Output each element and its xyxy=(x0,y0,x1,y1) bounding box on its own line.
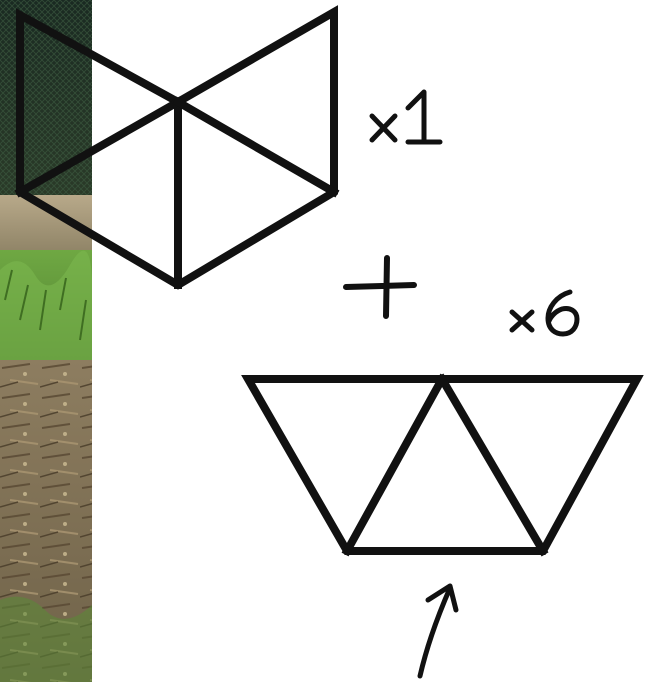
multiplier-top: ×1 xyxy=(372,92,440,142)
multiplier-bottom: ×6 xyxy=(512,292,577,334)
bottom-figure-right-inner xyxy=(442,379,543,551)
bottom-figure-trapezoid xyxy=(248,379,637,551)
arrow-up-icon xyxy=(420,586,456,676)
top-figure-right-diagonal xyxy=(178,102,334,192)
multiplier-bottom-six xyxy=(548,292,577,334)
bottom-figure-left-inner xyxy=(347,379,442,551)
multiplier-top-one xyxy=(408,92,440,142)
multiplier-bottom-x xyxy=(512,312,532,330)
multiplier-top-x xyxy=(372,116,395,140)
plus-icon: + xyxy=(346,258,414,316)
garden-photo-strip xyxy=(0,0,92,682)
bottom-figure-outline xyxy=(248,379,637,551)
